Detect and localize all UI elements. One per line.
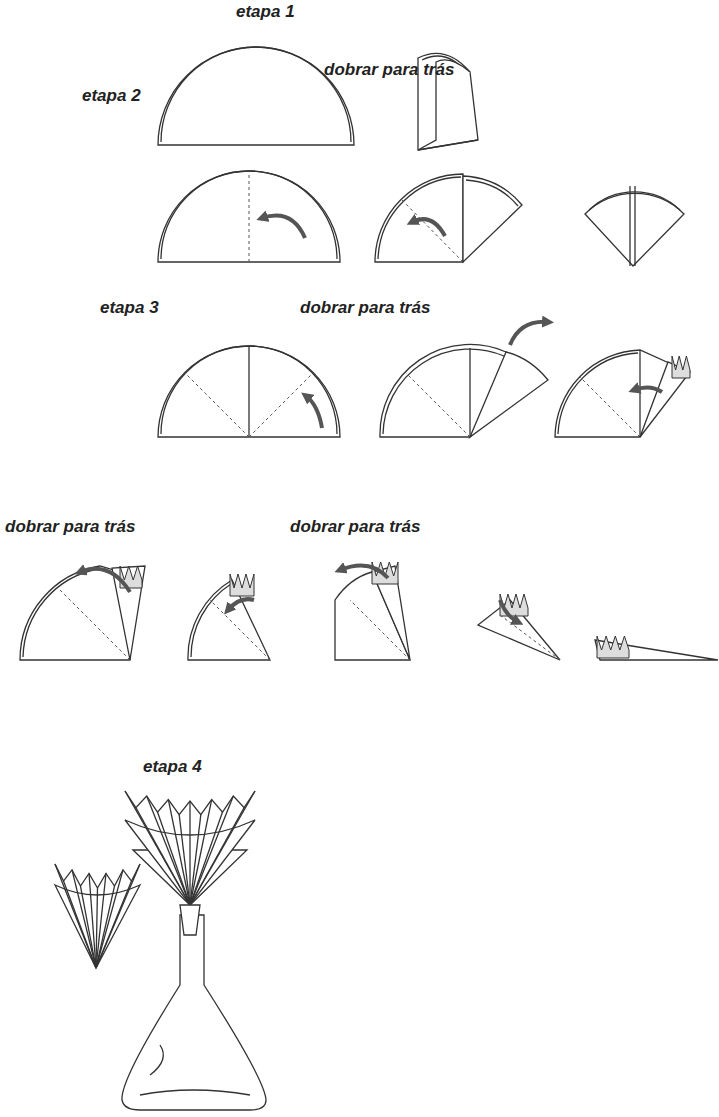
folded-wedge xyxy=(595,636,718,660)
pleated-filter xyxy=(55,864,140,968)
folding-paper xyxy=(380,322,548,437)
folding-paper xyxy=(335,562,410,660)
folding-paper xyxy=(478,594,560,660)
folding-paper xyxy=(555,350,690,437)
fold-instruction: dobrar para trás xyxy=(300,298,430,318)
fold-instruction: dobrar para trás xyxy=(5,517,135,537)
step-heading: etapa 4 xyxy=(143,757,202,777)
fold-instruction: dobrar para trás xyxy=(290,517,420,537)
step-heading: etapa 3 xyxy=(100,298,159,318)
funnel-with-filter xyxy=(125,791,255,935)
step-heading: etapa 1 xyxy=(236,2,295,22)
half-folded-paper xyxy=(375,174,522,262)
folding-paper xyxy=(188,574,270,660)
fold-instruction: dobrar para trás xyxy=(324,60,454,80)
half-circle-paper xyxy=(158,171,340,262)
fan-fold-paper xyxy=(585,186,684,266)
folding-paper xyxy=(20,566,145,660)
erlenmeyer-flask xyxy=(122,915,266,1110)
half-circle-paper xyxy=(158,346,340,437)
step-heading: etapa 2 xyxy=(82,86,141,106)
